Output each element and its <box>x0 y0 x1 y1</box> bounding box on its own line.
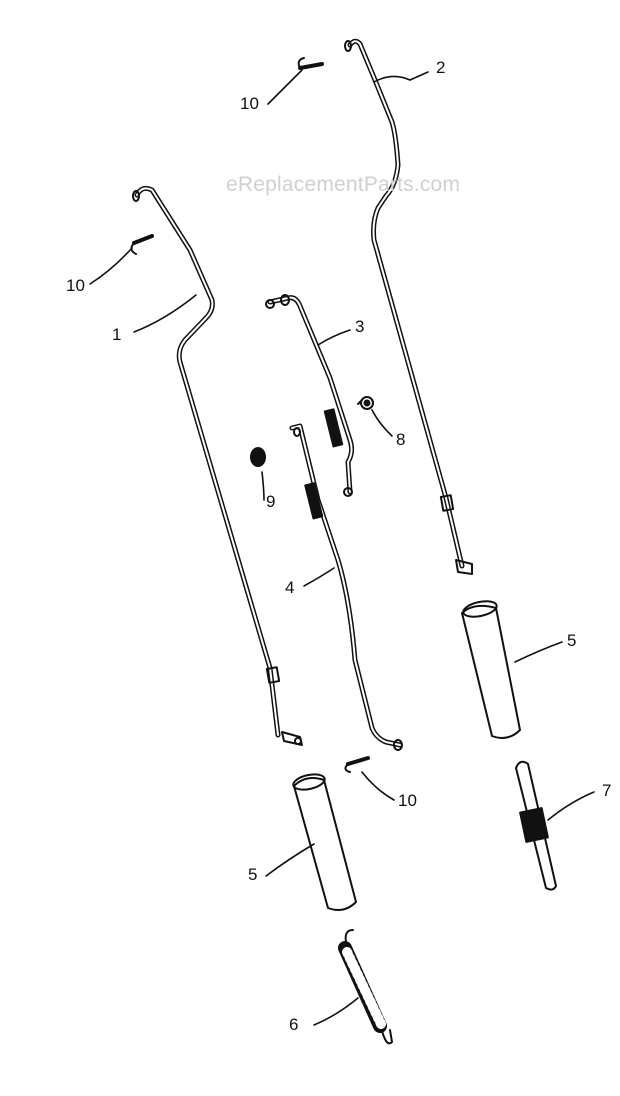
part-10-clip <box>130 234 154 255</box>
part-4-link-rod <box>289 423 403 751</box>
callout-5: 5 <box>567 631 577 650</box>
leader-lines <box>89 69 595 1026</box>
part-1-control-rod <box>132 185 303 746</box>
part-10-clip <box>344 756 370 773</box>
part-2-control-rod <box>344 38 473 575</box>
leader-9 <box>261 471 265 501</box>
callout-10: 10 <box>66 276 85 295</box>
part-3-link-rod <box>265 294 355 497</box>
leader-10b <box>89 247 133 285</box>
leader-1 <box>133 294 197 333</box>
watermark: eReplacementParts.com <box>226 173 461 196</box>
leader-2 <box>409 71 429 81</box>
callout-1: 1 <box>112 325 122 344</box>
callout-10: 10 <box>398 791 417 810</box>
leader-6 <box>313 997 359 1026</box>
callout-6: 6 <box>289 1015 299 1034</box>
callout-4: 4 <box>285 578 295 597</box>
callout-3: 3 <box>355 317 365 336</box>
leader-7 <box>547 791 595 821</box>
callout-9: 9 <box>266 492 276 511</box>
callout-10: 10 <box>240 94 259 113</box>
leader-3 <box>317 329 351 346</box>
callout-5: 5 <box>248 865 258 884</box>
callout-7: 7 <box>602 781 612 800</box>
part-6-extension-spring <box>338 929 393 1045</box>
leader-5b <box>265 843 315 877</box>
leader-4 <box>303 567 335 587</box>
part-7-spring <box>515 760 557 891</box>
leader-8 <box>371 409 393 437</box>
leader-10a <box>267 69 303 105</box>
leader-2-curve <box>373 75 411 83</box>
part-5-grip-sleeve <box>292 773 357 911</box>
callout-2: 2 <box>436 58 446 77</box>
callout-8: 8 <box>396 430 406 449</box>
leader-10c <box>361 771 395 801</box>
part-9-nut <box>250 447 266 467</box>
part-8-bushing <box>357 396 374 410</box>
leader-5a <box>514 641 563 663</box>
part-5-grip-sleeve <box>461 600 521 739</box>
part-10-clip <box>297 57 324 70</box>
